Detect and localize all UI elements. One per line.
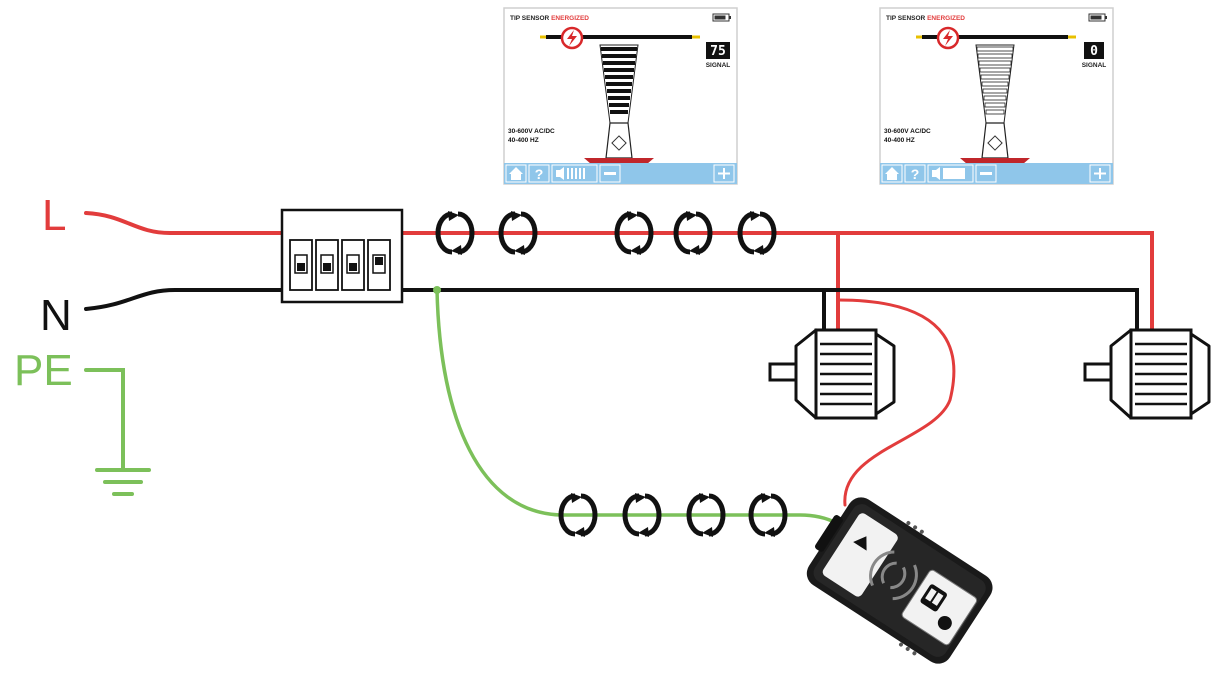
home-button[interactable] [881,164,903,183]
plus-button[interactable] [1089,164,1111,183]
wireless-icon [869,550,918,601]
minus-icon [604,172,616,175]
home-icon [885,167,899,180]
minus-button[interactable] [975,164,997,183]
signal-strength-cone [584,44,654,164]
minus-icon [980,172,992,175]
plus-icon [718,168,730,179]
plus-button[interactable] [713,164,735,183]
minus-button[interactable] [599,164,621,183]
neutral-wire [84,288,1139,332]
volume-button[interactable] [551,164,598,183]
help-icon: ? [535,166,544,182]
voltage-warning-icon [936,26,960,50]
motor-icon [768,328,896,420]
voltage-warning-icon [560,26,584,50]
spec-voltage: 30-600V AC/DC [508,128,555,135]
receiver-screen-no-signal: TIP SENSOR ENERGIZED [879,7,1114,185]
spec-frequency: 40-400 HZ [508,137,539,144]
earth-test-lead [435,288,860,542]
help-button[interactable]: ? [528,164,550,183]
screen-title: TIP SENSOR [886,15,926,22]
svg-text:TIP SENSOR ENERGIZED: TIP SENSOR ENERGIZED [510,15,589,22]
earth-wire [84,368,125,470]
volume-icon [556,167,585,180]
spec-frequency: 40-400 HZ [884,137,915,144]
ground-icon [95,468,151,496]
circuit-breaker-icon [280,208,404,304]
live-test-lead [836,298,956,507]
receiver-screen-strong-signal: TIP SENSOR ENERGIZED [503,7,738,185]
signal-strength-cone [960,44,1030,164]
help-icon: ? [911,166,920,182]
signal-value: 75 [710,44,726,59]
help-button[interactable]: ? [904,164,926,183]
plus-icon [1094,168,1106,179]
earth-label: PE [14,346,73,395]
motor-icon [1083,328,1211,420]
transmitter-device-icon [806,497,993,664]
volume-button[interactable] [927,164,974,183]
neutral-label: N [40,291,72,340]
home-icon [509,167,523,180]
signal-value: 0 [1090,44,1098,59]
signal-caption: SIGNAL [706,62,731,69]
screen-status: ENERGIZED [927,15,965,22]
screen-button-bar: ? [880,163,1113,184]
screen-button-bar: ? [504,163,737,184]
screen-title: TIP SENSOR [510,15,550,22]
screen-status: ENERGIZED [551,15,589,22]
volume-icon [932,167,965,180]
svg-text:TIP SENSOR ENERGIZED: TIP SENSOR ENERGIZED [886,15,965,22]
home-button[interactable] [505,164,527,183]
battery-icon [712,13,731,22]
spec-voltage: 30-600V AC/DC [884,128,931,135]
signal-caption: SIGNAL [1082,62,1107,69]
live-label: L [42,191,66,240]
battery-icon [1088,13,1107,22]
